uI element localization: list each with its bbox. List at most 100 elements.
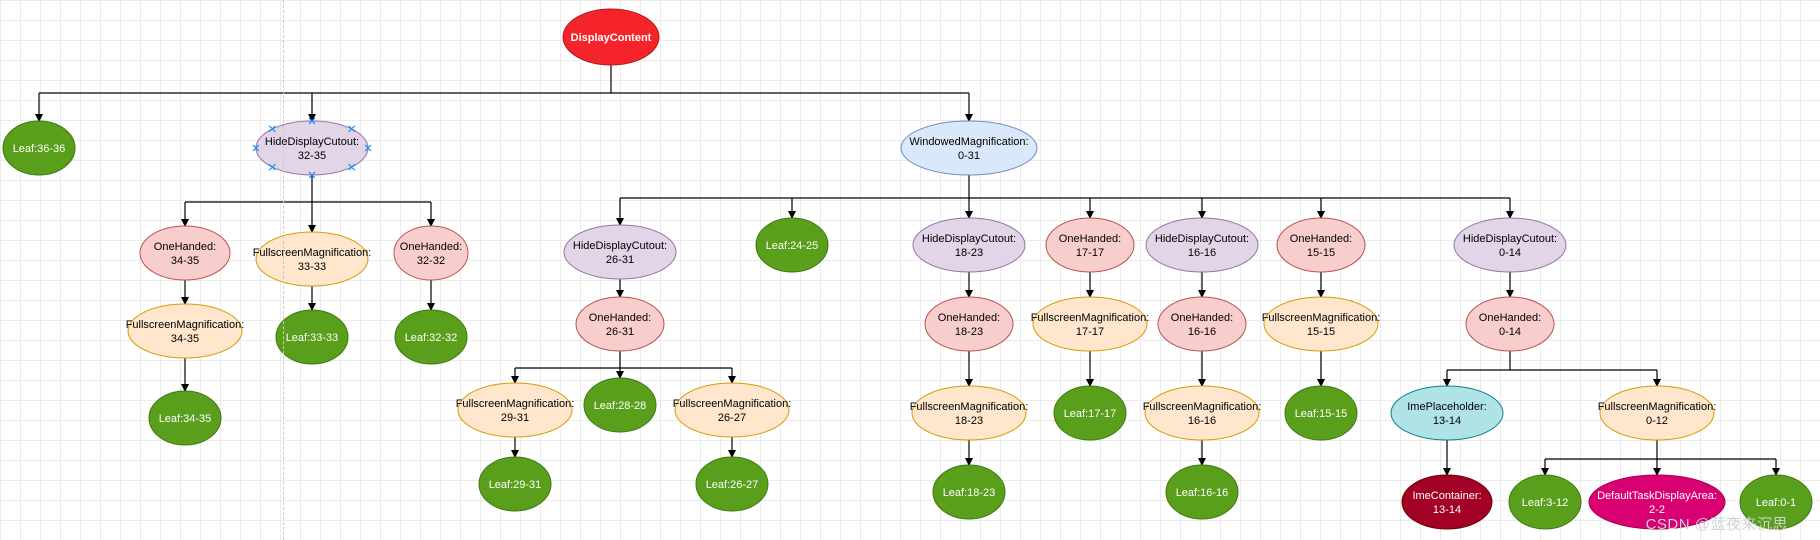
node-label: 15-15 bbox=[1307, 247, 1335, 259]
node-label: OneHanded: bbox=[1479, 312, 1541, 324]
node-label: 32-35 bbox=[298, 150, 326, 162]
node-shape bbox=[932, 464, 1006, 520]
node-label: 32-32 bbox=[417, 255, 445, 267]
node-shape bbox=[912, 217, 1026, 273]
node-label: OneHanded: bbox=[938, 312, 1000, 324]
node-fm1515[interactable]: FullscreenMagnification:15-15 bbox=[1262, 296, 1381, 352]
watermark: CSDN @蓝夜来沉思 bbox=[1645, 516, 1788, 533]
node-label: 0-14 bbox=[1499, 326, 1521, 338]
node-leaf01[interactable]: Leaf:0-1 bbox=[1739, 474, 1813, 530]
selection-handle[interactable] bbox=[364, 144, 372, 152]
node-shape bbox=[1276, 217, 1366, 273]
node-fm1616[interactable]: FullscreenMagnification:16-16 bbox=[1143, 385, 1262, 441]
node-label: FullscreenMagnification: bbox=[1031, 312, 1150, 324]
node-label: FullscreenMagnification: bbox=[253, 247, 372, 259]
node-shape bbox=[1053, 385, 1127, 441]
node-label: 13-14 bbox=[1433, 415, 1461, 427]
node-shape bbox=[1401, 474, 1493, 530]
node-shape bbox=[127, 303, 243, 359]
edge-group-root bbox=[35, 65, 973, 122]
node-label: OneHanded: bbox=[1059, 233, 1121, 245]
node-fm1717[interactable]: FullscreenMagnification:17-17 bbox=[1031, 296, 1150, 352]
node-label: 26-31 bbox=[606, 254, 634, 266]
node-leaf3232[interactable]: Leaf:32-32 bbox=[394, 309, 468, 365]
node-shape bbox=[1045, 217, 1135, 273]
node-oh3435[interactable]: OneHanded:34-35 bbox=[139, 225, 231, 281]
edges-layer bbox=[35, 65, 1780, 476]
node-tda22[interactable]: DefaultTaskDisplayArea:2-2 bbox=[1588, 474, 1726, 530]
node-label: Leaf:3-12 bbox=[1522, 497, 1568, 509]
nodes-layer: DisplayContentLeaf:36-36HideDisplayCutou… bbox=[2, 8, 1813, 530]
node-shape bbox=[2, 120, 76, 176]
node-leaf1717[interactable]: Leaf:17-17 bbox=[1053, 385, 1127, 441]
node-shape bbox=[563, 224, 677, 280]
node-label: HideDisplayCutout: bbox=[1155, 233, 1249, 245]
node-leaf312[interactable]: Leaf:3-12 bbox=[1508, 474, 1582, 530]
node-leaf2828[interactable]: Leaf:28-28 bbox=[583, 377, 657, 433]
node-label: DefaultTaskDisplayArea: bbox=[1597, 490, 1717, 502]
selection-handle[interactable] bbox=[268, 163, 276, 171]
node-hdc3235[interactable]: HideDisplayCutout:32-35 bbox=[252, 117, 372, 179]
selection-handle[interactable] bbox=[308, 171, 316, 179]
node-label: Leaf:34-35 bbox=[159, 413, 212, 425]
node-label: HideDisplayCutout: bbox=[922, 233, 1016, 245]
node-imec1314[interactable]: ImeContainer:13-14 bbox=[1401, 474, 1493, 530]
node-label: Leaf:28-28 bbox=[594, 400, 647, 412]
node-label: FullscreenMagnification: bbox=[1143, 401, 1262, 413]
node-oh3232[interactable]: OneHanded:32-32 bbox=[393, 225, 469, 281]
node-leaf3636[interactable]: Leaf:36-36 bbox=[2, 120, 76, 176]
node-leaf3333[interactable]: Leaf:33-33 bbox=[275, 309, 349, 365]
node-leaf2425[interactable]: Leaf:24-25 bbox=[755, 217, 829, 273]
node-shape bbox=[1599, 385, 1715, 441]
node-root[interactable]: DisplayContent bbox=[562, 8, 660, 66]
node-oh1515[interactable]: OneHanded:15-15 bbox=[1276, 217, 1366, 273]
node-label: FullscreenMagnification: bbox=[456, 398, 575, 410]
node-hdc1616[interactable]: HideDisplayCutout:16-16 bbox=[1145, 217, 1259, 273]
selection-handle[interactable] bbox=[308, 117, 316, 125]
node-shape bbox=[1739, 474, 1813, 530]
node-fm2627[interactable]: FullscreenMagnification:26-27 bbox=[673, 382, 792, 438]
node-fm3333[interactable]: FullscreenMagnification:33-33 bbox=[253, 231, 372, 287]
node-fm1823[interactable]: FullscreenMagnification:18-23 bbox=[910, 385, 1029, 441]
node-hdc014[interactable]: HideDisplayCutout:0-14 bbox=[1453, 217, 1567, 273]
selection-handle[interactable] bbox=[348, 163, 356, 171]
node-label: 18-23 bbox=[955, 247, 983, 259]
node-oh2631[interactable]: OneHanded:26-31 bbox=[575, 296, 665, 352]
selection-handle[interactable] bbox=[252, 144, 260, 152]
node-shape bbox=[139, 225, 231, 281]
node-fm2931[interactable]: FullscreenMagnification: 29-31 bbox=[456, 382, 575, 438]
node-label: 34-35 bbox=[171, 255, 199, 267]
node-leaf1823[interactable]: Leaf:18-23 bbox=[932, 464, 1006, 520]
node-shape bbox=[911, 385, 1027, 441]
node-leaf2627[interactable]: Leaf:26-27 bbox=[695, 456, 769, 512]
node-label: Leaf:15-15 bbox=[1295, 408, 1348, 420]
node-label: 15-15 bbox=[1307, 326, 1335, 338]
node-oh1823[interactable]: OneHanded:18-23 bbox=[924, 296, 1014, 352]
node-oh1616[interactable]: OneHanded:16-16 bbox=[1157, 296, 1247, 352]
node-shape bbox=[275, 309, 349, 365]
selection-handle[interactable] bbox=[268, 125, 276, 133]
node-leaf1515[interactable]: Leaf:15-15 bbox=[1284, 385, 1358, 441]
node-shape bbox=[583, 377, 657, 433]
node-label: ImeContainer: bbox=[1412, 490, 1481, 502]
selection-handle[interactable] bbox=[348, 125, 356, 133]
node-hdc2631[interactable]: HideDisplayCutout:26-31 bbox=[563, 224, 677, 280]
node-wm031[interactable]: WindowedMagnification:0-31 bbox=[900, 120, 1038, 176]
node-leaf2931[interactable]: Leaf:29-31 bbox=[478, 456, 552, 512]
node-label: 26-27 bbox=[718, 412, 746, 424]
node-leaf3435[interactable]: Leaf:34-35 bbox=[148, 390, 222, 446]
node-fm3435[interactable]: FullscreenMagnification:34-35 bbox=[126, 303, 245, 359]
node-oh014[interactable]: OneHanded: 0-14 bbox=[1465, 296, 1555, 352]
node-shape bbox=[755, 217, 829, 273]
node-label: 29-31 bbox=[501, 412, 529, 424]
node-leaf1616[interactable]: Leaf:16-16 bbox=[1165, 464, 1239, 520]
node-shape bbox=[457, 382, 573, 438]
node-fm012[interactable]: FullscreenMagnification:0-12 bbox=[1598, 385, 1717, 441]
edge-group-hdc3235 bbox=[181, 175, 435, 233]
node-shape bbox=[924, 296, 1014, 352]
node-oh1717[interactable]: OneHanded:17-17 bbox=[1045, 217, 1135, 273]
node-shape bbox=[1165, 464, 1239, 520]
node-hdc1823[interactable]: HideDisplayCutout: 18-23 bbox=[912, 217, 1026, 273]
node-ime1314[interactable]: ImePlaceholder:13-14 bbox=[1390, 385, 1504, 441]
node-label: Leaf:33-33 bbox=[286, 332, 339, 344]
